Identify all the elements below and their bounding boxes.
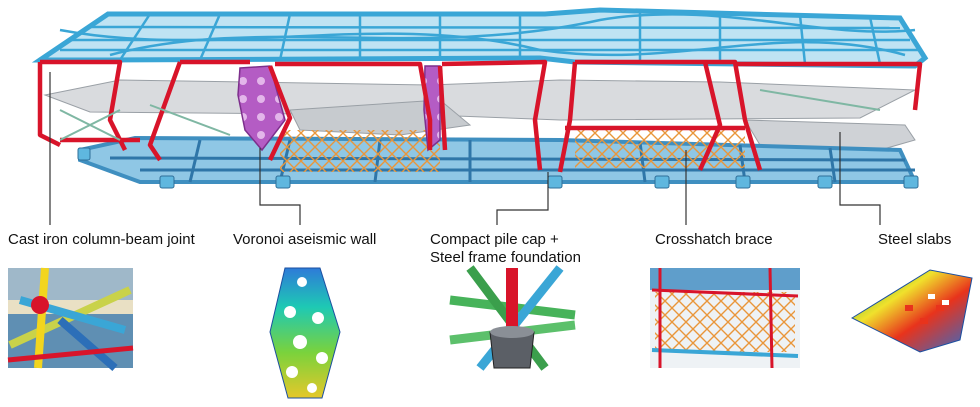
label-crosshatch-brace: Crosshatch brace [655,231,773,248]
main-building-model [31,7,929,189]
crosshatch-brace-right [575,128,745,168]
thumb-steel-slab [850,269,973,353]
label-pile-cap-line2: Steel frame foundation [430,249,581,266]
leader-pile [496,172,549,225]
thumb-crosshatch-brace [650,267,800,369]
label-pile-cap-line1: Compact pile cap + [430,231,559,248]
leader-slabs [839,132,881,225]
thumb-pile-cap [449,265,576,371]
label-steel-slabs: Steel slabs [878,231,952,248]
red-columns [37,59,923,173]
slab-right [744,119,916,151]
crosshatch-brace-left [280,130,440,172]
leader-voronoi [259,148,301,225]
pile-caps [77,147,919,189]
label-voronoi-wall: Voronoi aseismic wall [233,231,377,248]
thumb-cast-iron-joint [7,267,134,372]
mid-struts [59,89,881,141]
label-cast-iron-joint: Cast iron column-beam joint [8,231,195,248]
leader-lines [49,72,881,225]
roof-grid [59,12,918,65]
roof-frame [31,7,929,69]
thumb-voronoi-wall [269,267,341,399]
